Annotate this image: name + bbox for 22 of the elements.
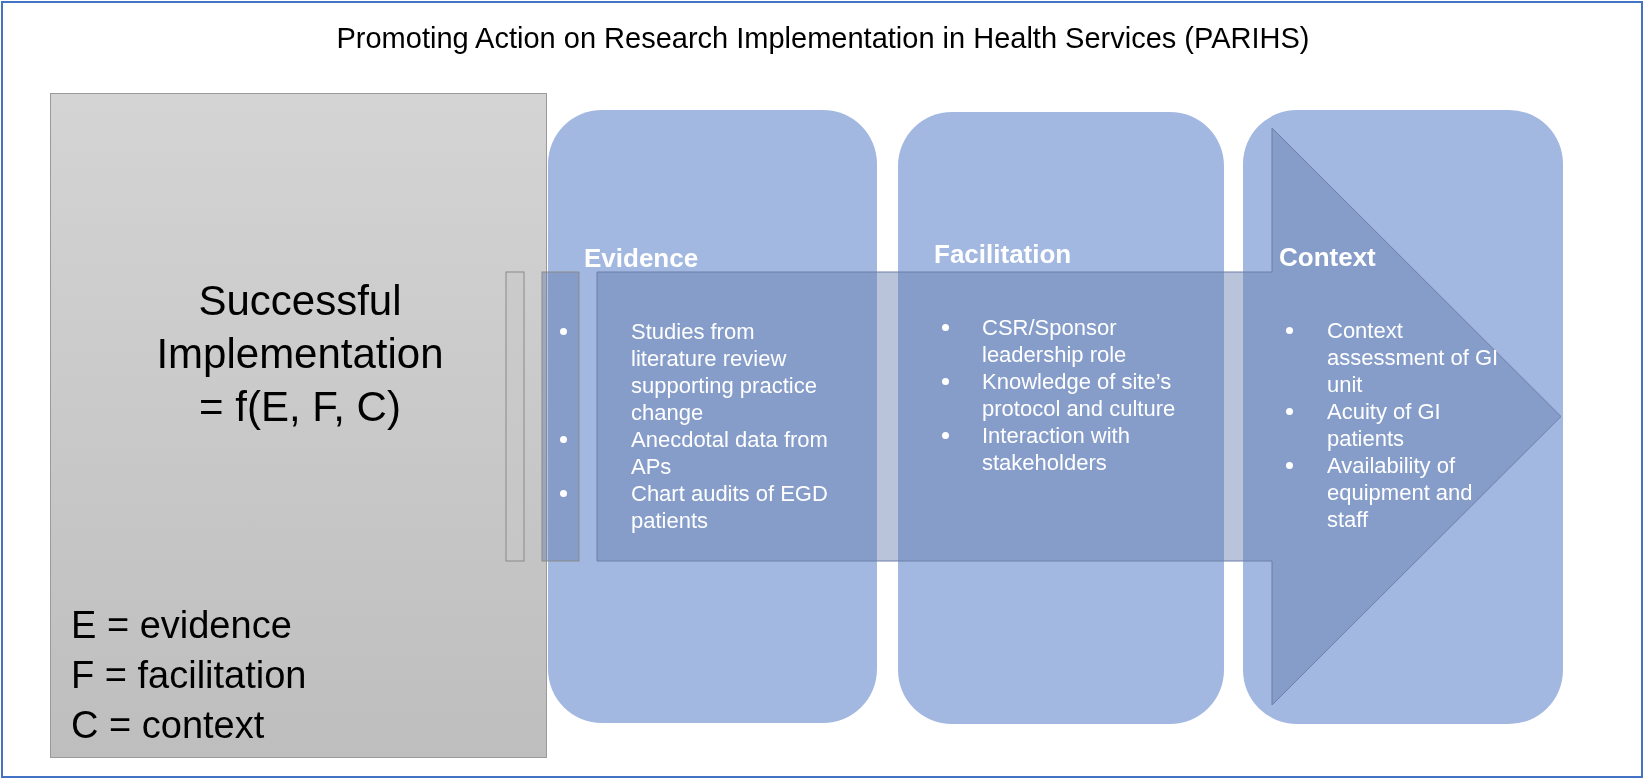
diagram-title: Promoting Action on Research Implementation in Health Services (PARIHS) [335,22,1311,55]
legend-text: E = evidence [71,604,292,647]
bullet-text: Context assessment of GI unit [1327,317,1500,398]
section-heading: Context [1279,242,1376,273]
section-heading: Facilitation [934,239,1072,270]
bullet-text: Studies from literature review supporting practice change [631,318,818,426]
category-box [898,112,1224,724]
bullet-text: Anecdotal data from APs [631,426,829,480]
legend-text: C = context [71,704,265,747]
section-heading: Evidence [584,243,699,274]
bullet-text: Knowledge of site’s protocol and culture [982,368,1177,422]
bullet-text: Acuity of GI patients [1327,398,1442,452]
formula-text: Successful Implementation = f(E, F, C) [155,276,445,432]
legend-text: F = facilitation [71,654,307,697]
bullet-text: Interaction with stakeholders [982,422,1131,476]
formula-box [50,93,547,758]
category-box [548,110,877,723]
category-box [1243,110,1563,724]
bullet-text: Chart audits of EGD patients [631,480,829,534]
block-arrow [596,127,1562,706]
bullet-text: Availability of equipment and staff [1327,452,1474,533]
bullet-text: CSR/Sponsor leadership role [982,314,1128,368]
